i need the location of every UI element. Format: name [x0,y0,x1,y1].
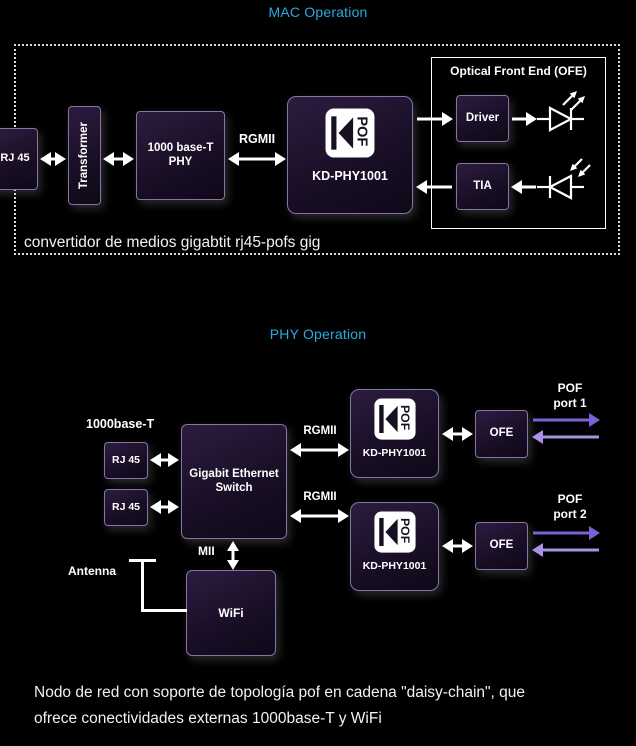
mac-transformer-label: Transformer [77,121,90,190]
mac-rgmii-label: RGMII [238,132,276,146]
svg-text:POF: POF [353,116,369,146]
mac-caption: convertidor de medios gigabtit rj45-pofs… [24,234,321,251]
pof-rx-arrow-icon [532,543,600,557]
phy-kdphy1001-bottom-label: KD-PHY1001 [362,560,427,572]
double-arrow-vertical-icon [226,541,240,570]
pof-tx-arrow-icon [532,413,600,427]
gigabit-switch-block: Gigabit Ethernet Switch [181,424,287,539]
phy-rgmii-top-label: RGMII [303,425,337,437]
phy-kdphy1001-top-block: POF KD-PHY1001 [350,389,439,478]
ofe-top-label: OFE [489,427,514,440]
antenna-label: Antenna [68,564,116,578]
pof-rx-arrow-icon [532,430,600,444]
double-arrow-icon [150,453,179,467]
ofe-box: Optical Front End (OFE) [431,57,606,229]
double-arrow-icon [103,152,134,166]
double-arrow-icon [442,539,473,553]
antenna-icon [129,559,189,613]
ofe-box-title: Optical Front End (OFE) [450,64,587,78]
mac-transformer-block: Transformer [68,106,101,205]
pof-port2-label: POF port 2 [553,492,587,521]
pof-port1-label: POF port 1 [553,381,587,410]
phy-section-title: PHY Operation [269,326,367,342]
base-t-label: 1000base-T [86,417,155,431]
mac-rj45-label: RJ 45 [0,152,30,165]
mac-phy-label: 1000 base-T PHY [147,141,214,168]
mac-rj45-block: RJ 45 [0,128,38,190]
led-icon [537,91,585,132]
ofe-top-block: OFE [475,410,528,458]
tia-block: TIA [456,163,509,210]
double-arrow-icon [40,152,66,166]
wifi-block: WiFi [186,570,276,656]
phy-kdphy1001-bottom-block: POF KD-PHY1001 [350,502,439,591]
arrow-left-icon [511,180,537,194]
driver-label: Driver [465,111,500,124]
mii-label: MII [198,544,215,558]
ofe-bottom-block: OFE [475,522,528,570]
svg-text:POF: POF [398,405,412,431]
double-arrow-icon [228,152,286,166]
wifi-label: WiFi [218,605,244,620]
pof-tx-arrow-icon [532,526,600,540]
phy-rj45-bottom-block: RJ 45 [104,489,148,526]
photodiode-icon [537,158,591,200]
phy-rj45-bottom-label: RJ 45 [111,501,141,514]
driver-block: Driver [456,95,509,142]
svg-text:POF: POF [398,518,412,544]
tia-label: TIA [473,179,492,192]
arrow-right-icon [416,112,453,126]
phy-caption: Nodo de red con soporte de topología pof… [34,684,525,727]
kdpof-logo-icon: POF [325,108,375,158]
phy-rj45-top-label: RJ 45 [111,454,141,467]
double-arrow-icon [150,500,179,514]
kdpof-logo-icon: POF [373,398,416,440]
double-arrow-icon [442,427,473,441]
phy-rj45-top-block: RJ 45 [104,442,148,479]
ofe-bottom-label: OFE [489,539,514,552]
gigabit-switch-label: Gigabit Ethernet Switch [189,467,279,494]
mac-kdphy1001-label: KD-PHY1001 [312,169,388,183]
arrow-right-icon [511,112,537,126]
mac-section-title: MAC Operation [268,4,368,20]
double-arrow-icon [290,509,349,523]
kdpof-logo-icon: POF [373,511,416,553]
mac-phy-block: 1000 base-T PHY [136,111,225,200]
phy-kdphy1001-top-label: KD-PHY1001 [362,447,427,459]
arrow-left-icon [416,180,453,194]
double-arrow-icon [290,443,349,457]
phy-rgmii-bottom-label: RGMII [303,491,337,503]
mac-kdphy1001-block: POF KD-PHY1001 [287,96,413,214]
